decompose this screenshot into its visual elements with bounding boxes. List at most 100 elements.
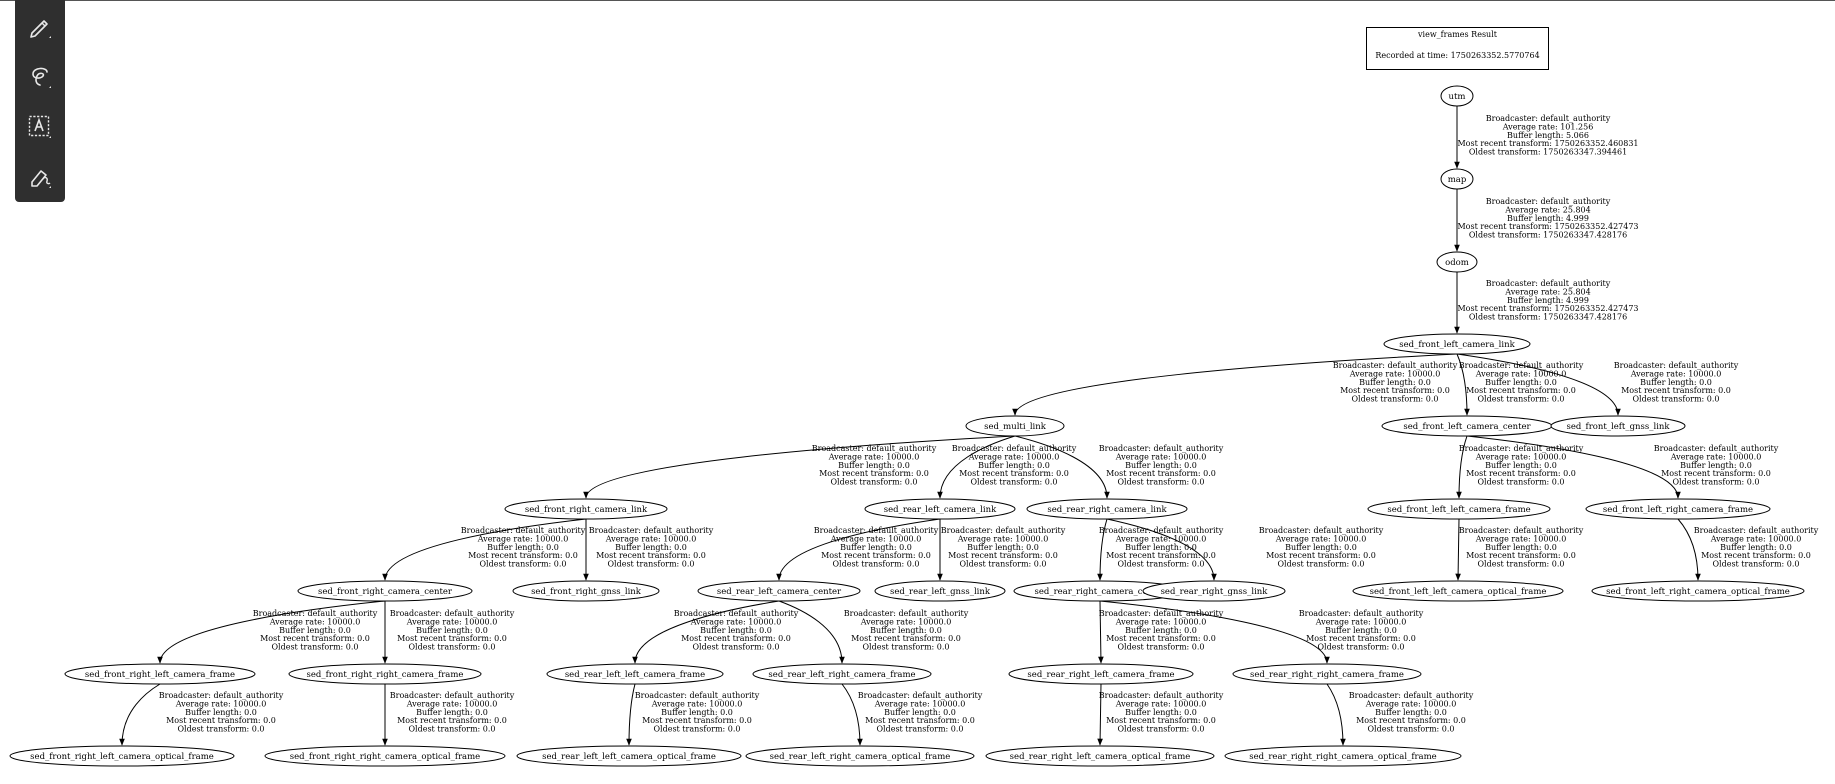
edge-label-line: Oldest transform: 1750263347.394461 bbox=[1469, 148, 1627, 157]
frame-node-frcc[interactable]: sed_front_right_camera_center bbox=[297, 580, 473, 602]
edge-label-line: Broadcaster: default_authority bbox=[253, 609, 378, 618]
text-tool-button[interactable] bbox=[25, 112, 55, 142]
frame-node-frlcof[interactable]: sed_front_right_left_camera_optical_fram… bbox=[9, 745, 235, 767]
frame-node-rlrcof[interactable]: sed_rear_left_right_camera_optical_frame bbox=[745, 745, 975, 767]
edge-rrcc-to-rrrcf bbox=[1099, 600, 1330, 664]
edge-label-line: Buffer length: 0.0 bbox=[1720, 543, 1792, 552]
edge-frcl-to-frcc bbox=[382, 518, 587, 581]
node-ellipse bbox=[1026, 498, 1188, 520]
node-ellipse bbox=[1383, 333, 1531, 355]
edge-label-line: Oldest transform: 0.0 bbox=[479, 560, 566, 569]
node-ellipse bbox=[1367, 498, 1551, 520]
frame-node-flcl[interactable]: sed_front_left_camera_link bbox=[1383, 333, 1531, 355]
edge-label-line: Broadcaster: default_authority bbox=[1099, 526, 1224, 535]
edge-label-line: Average rate: 10000.0 bbox=[1275, 534, 1367, 543]
node-label: sed_front_right_camera_link bbox=[525, 505, 648, 515]
node-ellipse bbox=[504, 498, 668, 520]
edge-label-line: Oldest transform: 0.0 bbox=[1117, 478, 1204, 487]
frame-node-rrcl[interactable]: sed_rear_right_camera_link bbox=[1026, 498, 1188, 520]
node-label: sed_rear_right_left_camera_optical_frame bbox=[1010, 752, 1191, 762]
frame-node-frrcf[interactable]: sed_front_right_right_camera_frame bbox=[288, 663, 482, 685]
frame-node-flgl[interactable]: sed_front_left_gnss_link bbox=[1550, 415, 1686, 437]
edge-label-line: Buffer length: 0.0 bbox=[967, 543, 1039, 552]
frame-node-ml[interactable]: sed_multi_link bbox=[965, 415, 1065, 437]
frame-node-rrgl[interactable]: sed_rear_right_gnss_link bbox=[1142, 580, 1286, 602]
edge-label-line: Most recent transform: 1750263352.460831 bbox=[1457, 139, 1638, 148]
edge-label-line: Broadcaster: default_authority bbox=[589, 526, 714, 535]
edge-label-line: Broadcaster: default_authority bbox=[1654, 444, 1779, 453]
lasso-tool-button[interactable] bbox=[25, 62, 55, 92]
node-ellipse bbox=[1591, 580, 1805, 602]
frame-node-rlgl[interactable]: sed_rear_left_gnss_link bbox=[874, 580, 1006, 602]
frame-node-rlrcf[interactable]: sed_rear_left_right_camera_frame bbox=[752, 663, 932, 685]
node-label: sed_rear_right_camera_link bbox=[1047, 505, 1167, 515]
frame-node-flcc[interactable]: sed_front_left_camera_center bbox=[1381, 415, 1553, 437]
node-label: odom bbox=[1445, 258, 1469, 268]
edge-label-line: Broadcaster: default_authority bbox=[1349, 691, 1474, 700]
edge-label-line: Broadcaster: default_authority bbox=[812, 444, 937, 453]
frame-node-rllcof[interactable]: sed_rear_left_left_camera_optical_frame bbox=[516, 745, 742, 767]
edge-label-line: Oldest transform: 0.0 bbox=[1367, 725, 1454, 734]
edge-label-line: Oldest transform: 0.0 bbox=[1477, 478, 1564, 487]
edge-label-line: Most recent transform: 0.0 bbox=[1106, 469, 1216, 478]
edge-label-line: Broadcaster: default_authority bbox=[1486, 279, 1611, 288]
edge-label-line: Average rate: 10000.0 bbox=[175, 699, 267, 708]
edge-label-line: Most recent transform: 0.0 bbox=[1306, 634, 1416, 643]
frame-node-flrcf[interactable]: sed_front_left_right_camera_frame bbox=[1585, 498, 1771, 520]
highlighter-tool-button[interactable] bbox=[25, 162, 55, 192]
frame-node-frgl[interactable]: sed_front_right_gnss_link bbox=[512, 580, 660, 602]
edge-label-line: Broadcaster: default_authority bbox=[461, 526, 586, 535]
edge-label-line: Most recent transform: 0.0 bbox=[1621, 386, 1731, 395]
edge-rlcl-to-rlcc bbox=[776, 518, 941, 581]
node-ellipse bbox=[546, 663, 724, 685]
edge-label-line: Most recent transform: 0.0 bbox=[596, 551, 706, 560]
frame-node-fllcof[interactable]: sed_front_left_left_camera_optical_frame bbox=[1352, 580, 1564, 602]
edge-label-line: Most recent transform: 0.0 bbox=[1466, 551, 1576, 560]
edge-flcl-to-ml bbox=[1012, 353, 1458, 416]
frame-node-map[interactable]: map bbox=[1440, 168, 1474, 190]
edge-label-line: Most recent transform: 0.0 bbox=[1266, 551, 1376, 560]
edge-label-line: Broadcaster: default_authority bbox=[390, 691, 515, 700]
node-label: sed_front_left_camera_center bbox=[1403, 422, 1531, 432]
pen-tool-button[interactable] bbox=[25, 12, 55, 42]
node-label: map bbox=[1448, 175, 1467, 185]
frame-node-rrrcof[interactable]: sed_rear_right_right_camera_optical_fram… bbox=[1224, 745, 1462, 767]
frame-node-rlcc[interactable]: sed_rear_left_camera_center bbox=[697, 580, 861, 602]
frame-node-rrrcf[interactable]: sed_rear_right_right_camera_frame bbox=[1232, 663, 1422, 685]
frame-node-rrlcof[interactable]: sed_rear_right_left_camera_optical_frame bbox=[985, 745, 1215, 767]
node-ellipse bbox=[745, 745, 975, 767]
edge-label-line: Buffer length: 0.0 bbox=[1125, 708, 1197, 717]
edge-ml-to-rrcl bbox=[1014, 435, 1110, 499]
frame-node-utm[interactable]: utm bbox=[1440, 85, 1474, 107]
frame-node-frrcof[interactable]: sed_front_right_right_camera_optical_fra… bbox=[264, 745, 506, 767]
edge-label-line: Broadcaster: default_authority bbox=[814, 526, 939, 535]
edge-label-line: Most recent transform: 0.0 bbox=[1106, 551, 1216, 560]
frame-node-frcl[interactable]: sed_front_right_camera_link bbox=[504, 498, 668, 520]
edge-label-line: Buffer length: 0.0 bbox=[1375, 708, 1447, 717]
node-ellipse bbox=[1550, 415, 1686, 437]
edge-label-line: Oldest transform: 1750263347.428176 bbox=[1469, 313, 1627, 322]
edge-label-line: Average rate: 10000.0 bbox=[1630, 369, 1722, 378]
edge-label-line: Broadcaster: default_authority bbox=[1486, 197, 1611, 206]
frame-node-rlcl[interactable]: sed_rear_left_camera_link bbox=[864, 498, 1016, 520]
node-label: sed_front_left_gnss_link bbox=[1566, 422, 1670, 432]
node-ellipse bbox=[64, 663, 256, 685]
frame-node-flrcof[interactable]: sed_front_left_right_camera_optical_fram… bbox=[1591, 580, 1805, 602]
frame-node-fllcf[interactable]: sed_front_left_left_camera_frame bbox=[1367, 498, 1551, 520]
frame-node-odom[interactable]: odom bbox=[1436, 251, 1478, 273]
frame-node-rllcf[interactable]: sed_rear_left_left_camera_frame bbox=[546, 663, 724, 685]
edge-label-line: Buffer length: 0.0 bbox=[487, 543, 559, 552]
frame-node-frlcf[interactable]: sed_front_right_left_camera_frame bbox=[64, 663, 256, 685]
frame-node-rrlcf[interactable]: sed_rear_right_left_camera_frame bbox=[1008, 663, 1194, 685]
edge-label-line: Average rate: 10000.0 bbox=[968, 452, 1060, 461]
edge-label-line: Buffer length: 0.0 bbox=[416, 626, 488, 635]
